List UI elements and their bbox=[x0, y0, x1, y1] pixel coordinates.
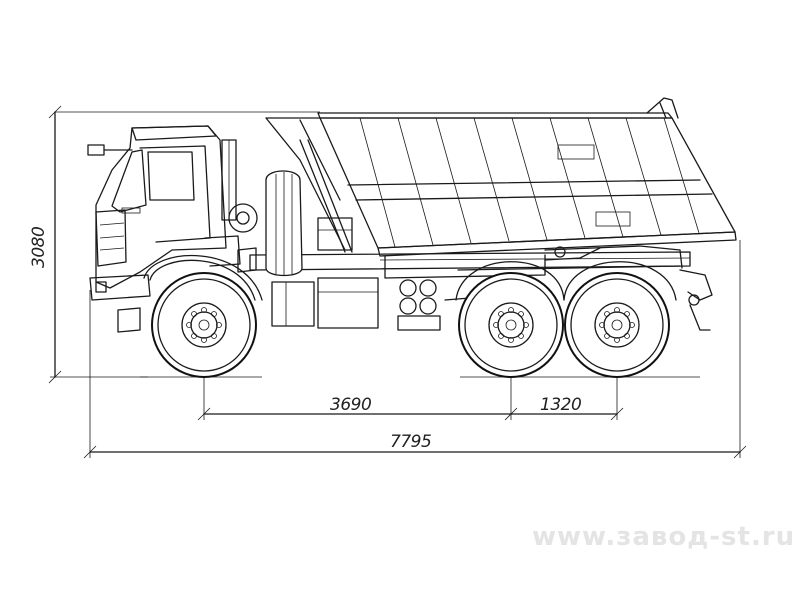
watermark-text: www.завод-st.ru bbox=[532, 522, 795, 552]
rear-wheel-1 bbox=[458, 272, 564, 378]
rear-wheel-2 bbox=[564, 272, 670, 378]
cab bbox=[87, 125, 263, 333]
chassis-frame bbox=[249, 245, 713, 331]
rear-mudguard-line bbox=[457, 265, 681, 271]
front-wheel bbox=[151, 272, 257, 378]
spare-wheel bbox=[265, 170, 303, 277]
dimension-overall-length bbox=[83, 240, 747, 459]
dimension-wheelbase-front-label: 3690 bbox=[330, 395, 371, 415]
dimension-height bbox=[48, 105, 320, 384]
rear-fender-2 bbox=[563, 261, 677, 301]
dimension-wheelbase-rear-label: 1320 bbox=[540, 395, 581, 415]
rear-fender-1 bbox=[455, 261, 565, 301]
dimension-overall-length-label: 7795 bbox=[390, 432, 431, 452]
dimension-height-label: 3080 bbox=[29, 227, 49, 268]
dump-body bbox=[265, 97, 737, 257]
cab-rear-equipment bbox=[221, 139, 258, 273]
dimension-wheelbase bbox=[197, 378, 624, 421]
